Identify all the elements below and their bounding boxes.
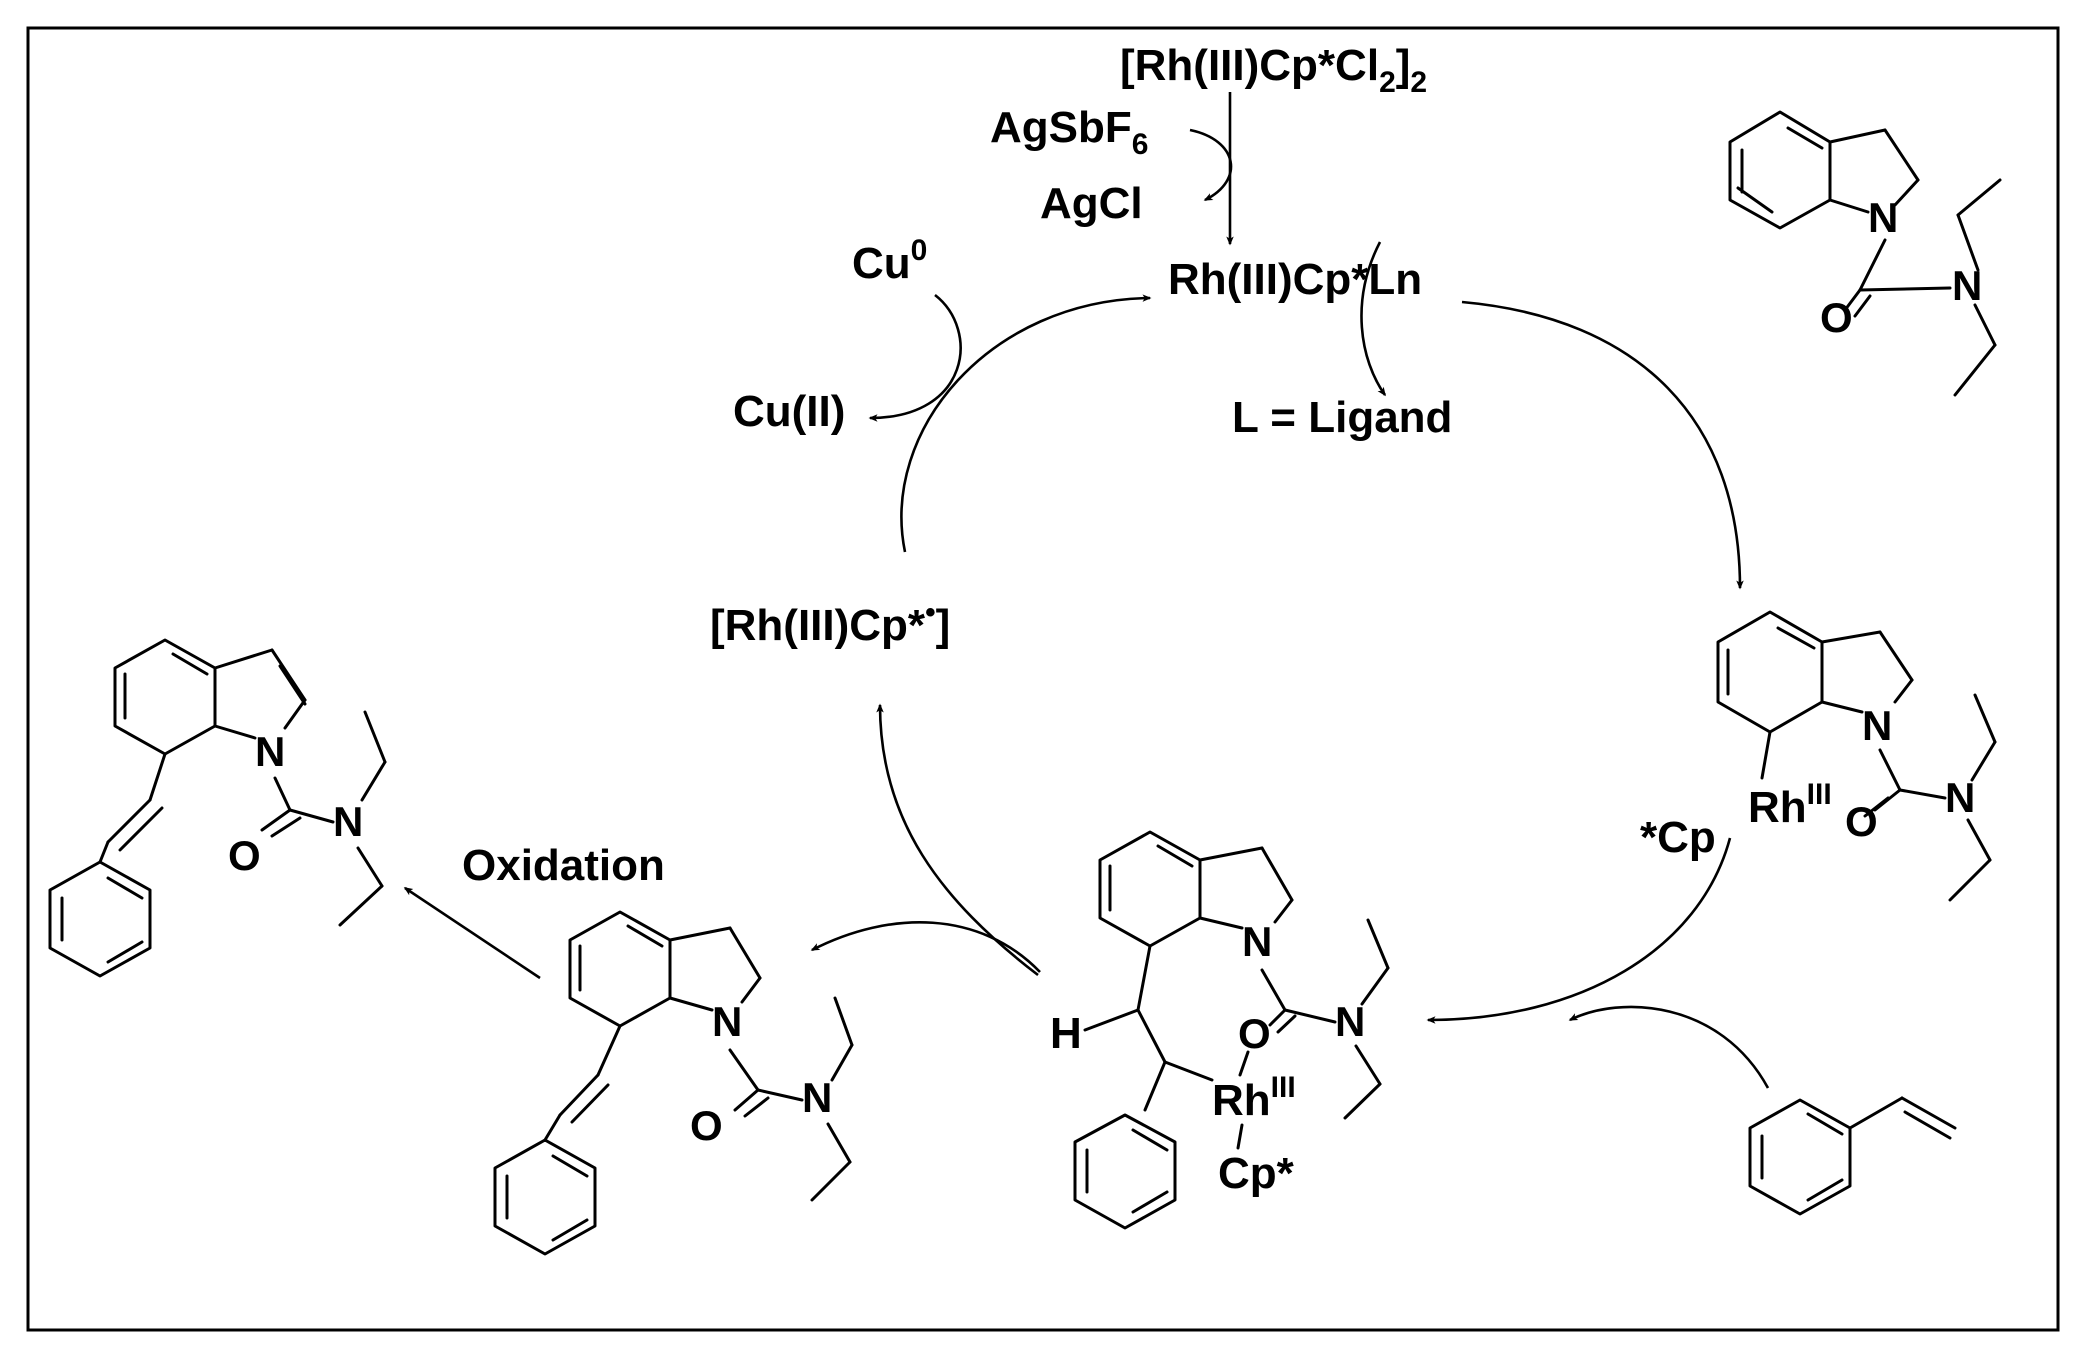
n-atom: N [1868, 194, 1898, 241]
n-atom: N [1242, 918, 1272, 965]
copper-redox-group: Cu0 Cu(II) [733, 234, 962, 436]
cuii-label: Cu(II) [733, 387, 845, 436]
scheme-frame [26, 26, 2060, 1332]
n-atom: N [712, 998, 742, 1045]
o-atom: O [1820, 294, 1853, 341]
rh-label: RhIII [1212, 1071, 1296, 1125]
active-catalyst-label: Rh(III)Cp*Ln [1168, 255, 1422, 304]
n-atom: N [333, 798, 363, 845]
o-atom: O [1238, 1010, 1271, 1057]
vinyl-indole-final-product: N O N [48, 638, 387, 978]
n-atom: N [1945, 774, 1975, 821]
n-atom: N [255, 728, 285, 775]
indoline-urea-substrate: N O N [1728, 110, 2002, 397]
cu0-label: Cu0 [852, 234, 927, 288]
styrene-entry-arrow [1568, 1005, 1770, 1089]
oxidation-arrow [403, 886, 541, 980]
agsbf6-label: AgSbF6 [990, 103, 1148, 161]
insertion-intermediate: N H RhIII Cp* O N [1050, 830, 1390, 1230]
agcl-label: AgCl [1040, 179, 1143, 228]
rhodacycle-intermediate: N RhIII *Cp O N [1640, 610, 1997, 902]
reduced-rh-group: [Rh(III)Cp*•] [710, 596, 950, 650]
copper-arrow [868, 293, 962, 422]
o-atom: O [690, 1102, 723, 1149]
n-atom: N [802, 1074, 832, 1121]
reoxidation-arrow [900, 294, 1152, 553]
reduced-rh-label: [Rh(III)Cp*•] [710, 596, 950, 650]
cp-star-label: Cp* [1218, 1149, 1295, 1198]
n-atom: N [1335, 998, 1365, 1045]
o-atom: O [1845, 798, 1878, 845]
cp-star-label: *Cp [1640, 813, 1716, 862]
cycle-arrows: Oxidation [403, 241, 1770, 1089]
h-label: H [1050, 1009, 1082, 1058]
vinyl-indoline-product: N O N [493, 910, 854, 1256]
ligand-note: L = Ligand [1232, 393, 1452, 442]
beta-hydride-arrow [810, 921, 1041, 973]
arrow-to-reduced-rh [876, 703, 1039, 977]
rh-label: RhIII [1748, 778, 1832, 832]
n-atom: N [1862, 702, 1892, 749]
substrate-entry-arrow [1360, 241, 1387, 397]
styrene [1748, 1096, 1957, 1216]
oxidation-label: Oxidation [462, 841, 665, 890]
arrow-to-insertion [1426, 837, 1732, 1024]
o-atom: O [228, 832, 261, 879]
precatalyst-group: [Rh(III)Cp*Cl2]2 AgSbF6 AgCl Rh(III)Cp*L… [990, 41, 1452, 442]
precatalyst-label: [Rh(III)Cp*Cl2]2 [1120, 41, 1427, 99]
silver-exchange-arrow [1189, 128, 1233, 202]
arrow-to-metalacycle [1461, 300, 1744, 590]
